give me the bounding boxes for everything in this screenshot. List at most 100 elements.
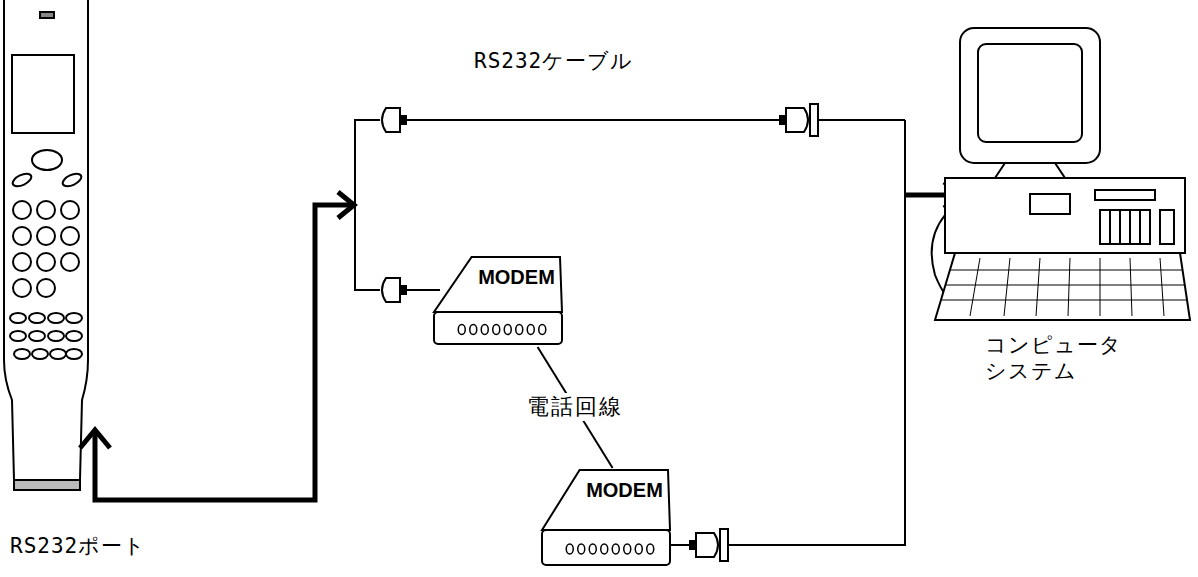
computer-part bbox=[1100, 258, 1101, 316]
handheld-terminal-part bbox=[32, 349, 48, 359]
computer-part bbox=[978, 44, 1082, 142]
handheld-terminal-part bbox=[13, 279, 31, 297]
handheld-terminal bbox=[4, 0, 88, 490]
cable-plugs-part bbox=[728, 120, 905, 545]
handheld-terminal-part bbox=[29, 331, 45, 341]
computer-part bbox=[960, 28, 1100, 163]
handheld-terminal-part bbox=[61, 201, 79, 219]
handheld-terminal-part bbox=[14, 349, 30, 359]
modem-led bbox=[624, 544, 631, 554]
cable-plugs-part bbox=[668, 544, 690, 546]
cable-plugs-part bbox=[786, 108, 808, 132]
handheld-terminal-part bbox=[66, 313, 82, 323]
modem-panel bbox=[542, 530, 670, 565]
computer-part bbox=[950, 270, 1182, 271]
branch-wires bbox=[355, 120, 380, 290]
computer-part bbox=[942, 300, 1186, 301]
computer-part bbox=[1160, 210, 1174, 244]
cable-plugs-part bbox=[818, 119, 905, 121]
modem-led bbox=[539, 325, 546, 335]
handheld-terminal-part bbox=[11, 171, 33, 189]
cable-plugs-part bbox=[400, 116, 406, 124]
branch-wires-part bbox=[355, 120, 380, 290]
handheld-terminal-part bbox=[66, 349, 82, 359]
computer-part bbox=[1095, 190, 1155, 200]
computer-part bbox=[945, 178, 1185, 253]
handheld-terminal-part bbox=[66, 331, 82, 341]
computer-part bbox=[1139, 210, 1141, 244]
handheld-terminal-part bbox=[10, 313, 26, 323]
text-label: RS232ケーブル bbox=[474, 48, 633, 74]
cable-plugs-part bbox=[406, 119, 780, 121]
modem-body bbox=[434, 257, 562, 312]
handheld-terminal-part bbox=[29, 313, 45, 323]
computer-part bbox=[1109, 210, 1111, 244]
cable-plugs-part bbox=[382, 108, 400, 132]
computer-part bbox=[1130, 258, 1132, 316]
handheld-terminal-part bbox=[12, 55, 74, 133]
handheld-terminal-part bbox=[37, 227, 55, 245]
computer-part bbox=[1129, 210, 1131, 244]
modem-box: MODEM bbox=[540, 468, 672, 568]
computer-part bbox=[946, 285, 1184, 286]
computer-part bbox=[1160, 258, 1164, 316]
port-arrow bbox=[80, 192, 354, 500]
text-label: コンピュータ システム bbox=[985, 332, 1135, 385]
computer-part bbox=[942, 258, 1186, 316]
handheld-terminal-part bbox=[61, 253, 79, 271]
modem-box: MODEM bbox=[432, 255, 564, 347]
cable-plugs-part bbox=[696, 533, 718, 557]
modem-led bbox=[578, 544, 585, 554]
cable-plugs bbox=[382, 104, 905, 561]
handheld-terminal-part bbox=[50, 349, 66, 359]
modem-led bbox=[516, 325, 523, 335]
handheld-terminal-part bbox=[37, 253, 55, 271]
modem-led bbox=[481, 325, 488, 335]
cable-plugs-part bbox=[400, 286, 406, 294]
cable-plugs-part bbox=[406, 289, 440, 291]
computer-part bbox=[1030, 194, 1070, 214]
handheld-terminal-part bbox=[48, 313, 64, 323]
modem-led bbox=[493, 325, 500, 335]
computer bbox=[932, 28, 1190, 320]
modem-label: MODEM bbox=[478, 267, 555, 287]
handheld-terminal-part bbox=[14, 480, 80, 490]
computer-part bbox=[1100, 210, 1150, 244]
handheld-terminal-part bbox=[10, 331, 26, 341]
port-arrow-part bbox=[338, 192, 354, 218]
computer-part bbox=[1119, 210, 1121, 244]
modem-led bbox=[612, 544, 619, 554]
handheld-terminal-part bbox=[61, 171, 83, 189]
modem-led bbox=[589, 544, 596, 554]
modem-led bbox=[647, 544, 654, 554]
port-arrow-part bbox=[95, 205, 352, 500]
handheld-terminal-part bbox=[13, 201, 31, 219]
cable-plugs-part bbox=[382, 278, 400, 302]
computer-part bbox=[935, 253, 1190, 320]
handheld-terminal-part bbox=[37, 201, 55, 219]
modem-led bbox=[470, 325, 477, 335]
modem-led bbox=[458, 325, 465, 335]
handheld-terminal-part bbox=[4, 0, 88, 480]
modem-led bbox=[635, 544, 642, 554]
modem-label: MODEM bbox=[586, 480, 663, 500]
computer-part bbox=[1036, 258, 1040, 316]
handheld-terminal-part bbox=[37, 279, 55, 297]
computer-part bbox=[1004, 258, 1010, 316]
computer-part bbox=[970, 258, 980, 316]
handheld-terminal-part bbox=[13, 227, 31, 245]
cable-plugs-part bbox=[720, 529, 728, 561]
handheld-terminal-part bbox=[40, 12, 54, 18]
handheld-terminal-part bbox=[61, 227, 79, 245]
handheld-terminal-part bbox=[13, 253, 31, 271]
modem-led bbox=[566, 544, 573, 554]
cable-plugs-part bbox=[810, 104, 818, 136]
computer-part bbox=[995, 163, 1065, 178]
modem-led bbox=[527, 325, 534, 335]
handheld-terminal-part bbox=[32, 150, 62, 170]
edge-label: 電話回線 bbox=[523, 393, 627, 421]
computer-part bbox=[1068, 258, 1070, 316]
modem-panel bbox=[434, 312, 562, 344]
modem-body bbox=[542, 470, 670, 530]
text-label: RS232ポート bbox=[10, 533, 146, 559]
